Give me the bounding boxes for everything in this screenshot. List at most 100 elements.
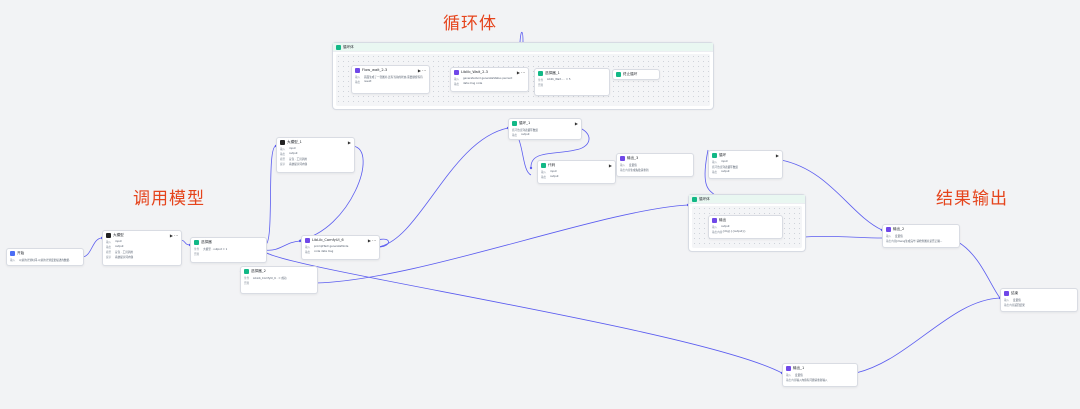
selector-icon xyxy=(194,239,199,245)
row-key: 输出 xyxy=(106,245,112,249)
loop-icon xyxy=(336,44,341,50)
node-output-3[interactable]: 输出_3 输入变量值 输出内容生成失败请重新 xyxy=(616,153,694,177)
row-key: 输出内容 xyxy=(620,168,631,172)
row-key: 条件 xyxy=(194,247,200,251)
row-key: 输出 xyxy=(355,80,361,84)
row-key: 输入 xyxy=(454,77,460,81)
row-value: Liblib_Wait... · = 5 xyxy=(547,78,571,81)
plugin-icon xyxy=(355,67,360,73)
row-key: 输出 xyxy=(280,152,286,156)
row-key: 否则 xyxy=(244,281,250,285)
node-title: 代码 xyxy=(548,162,556,167)
node-title: Liblib_Wait_2-3 xyxy=(461,70,488,74)
row-value: 输入内容有问题请重新输入 xyxy=(796,378,828,382)
row-key: 输出 xyxy=(454,82,460,86)
row-value: 列表循环数组 xyxy=(722,165,738,169)
row-value: input xyxy=(721,160,728,163)
row-key: 输入 xyxy=(620,163,626,167)
node-output-1[interactable]: 输出_1 输入变量值 输出内容输入内容有问题请重新输入 xyxy=(782,363,858,387)
node-title: LibLib_ComfyUI_6 xyxy=(312,238,344,242)
row-value: {img}{{output}} xyxy=(722,230,746,233)
row-value: result xyxy=(364,80,372,83)
node-selector[interactable]: 选择器 条件大模型 · output = 1 否则 xyxy=(190,237,267,263)
row-key: 输入 xyxy=(106,240,112,244)
row-value: 生成失败请重新 xyxy=(630,168,649,172)
output-icon xyxy=(620,155,625,161)
node-title: 选择器 xyxy=(201,239,212,244)
row-value: 以前的计划时间,以前的计划变更描述的数据, xyxy=(19,258,70,262)
end-icon xyxy=(1004,290,1009,296)
row-value: LibLib_ComfyUI_6 · = 成功 xyxy=(253,276,287,280)
output-icon xyxy=(886,226,891,232)
row-key: 输出内容 xyxy=(1004,303,1015,307)
run-button[interactable]: ▶ xyxy=(775,152,779,158)
row-key: 模型 xyxy=(106,250,112,254)
row-value: input xyxy=(550,170,557,173)
loop-icon xyxy=(692,196,697,202)
row-value: promptText generateMode xyxy=(314,245,349,248)
llm-icon xyxy=(280,139,285,145)
run-button[interactable]: ▶ xyxy=(347,139,351,145)
row-key: 输入 xyxy=(305,245,311,249)
row-value: 变量值 xyxy=(1013,298,1021,302)
start-icon xyxy=(10,250,15,256)
row-value: data msg code xyxy=(463,82,483,85)
code-icon xyxy=(541,162,546,168)
row-value: generateUuid generateStatus percent xyxy=(463,77,513,80)
node-title: 输出_3 xyxy=(627,155,639,160)
row-key: 输出 xyxy=(305,250,311,254)
run-button[interactable]: ▶ ··· xyxy=(516,69,525,75)
node-title: 结束 xyxy=(1011,290,1019,295)
run-button[interactable]: ▶ ··· xyxy=(417,67,426,73)
node-title: 开始 xyxy=(17,250,25,255)
node-flow-wait[interactable]: Flow_wait_2-3▶ ··· 输入画面生成了一张图片,还有当前的状态,需… xyxy=(351,65,430,94)
row-key: 输入 xyxy=(541,170,547,174)
llm-icon xyxy=(106,232,111,238)
row-key: 否则 xyxy=(538,83,544,87)
loop-inner-group[interactable]: 循环体 xyxy=(688,194,806,252)
output-icon xyxy=(786,365,791,371)
row-value: 系统提示词内容 xyxy=(289,162,308,166)
row-value: 变量值 xyxy=(895,234,903,238)
row-value: 变量值 xyxy=(795,373,803,377)
row-key: 输出 xyxy=(541,175,547,179)
node-title: 选择器_2 xyxy=(251,268,266,273)
node-title: 大模型 xyxy=(113,232,124,237)
run-button[interactable]: ▶ ··· xyxy=(367,237,376,243)
node-title: 循环_1 xyxy=(519,120,531,125)
run-button[interactable]: ▶ xyxy=(574,120,578,126)
node-end[interactable]: 结束 输入变量值 输出内容返回结果 xyxy=(1000,288,1078,312)
row-key: 输入 xyxy=(1004,298,1010,302)
row-key: 循环数组 xyxy=(512,128,523,132)
row-key: 条件 xyxy=(244,276,250,280)
node-title: 终止循环 xyxy=(623,71,638,76)
row-value: 列表循环数组 xyxy=(522,128,538,132)
row-key: 输出内容 xyxy=(886,239,897,243)
row-key: 提示 xyxy=(106,255,112,259)
row-key: 模型 xyxy=(280,157,286,161)
plugin-icon xyxy=(454,69,459,75)
node-title: 输出 xyxy=(719,217,727,222)
row-key: 输入 xyxy=(355,75,361,79)
row-key: 输出 xyxy=(512,133,518,137)
node-start[interactable]: 开始 输入以前的计划时间,以前的计划变更描述的数据, xyxy=(6,248,84,266)
row-value: 系统提示词内容 xyxy=(115,255,134,259)
loop-icon xyxy=(512,120,517,126)
row-key: 输出内容 xyxy=(786,378,797,382)
node-break-loop[interactable]: 终止循环 xyxy=(612,69,660,80)
row-value: output xyxy=(521,133,530,136)
run-button[interactable]: ▶ xyxy=(608,162,612,168)
row-key: 输入 xyxy=(10,258,16,262)
run-button[interactable]: ▶ ··· xyxy=(169,232,178,238)
